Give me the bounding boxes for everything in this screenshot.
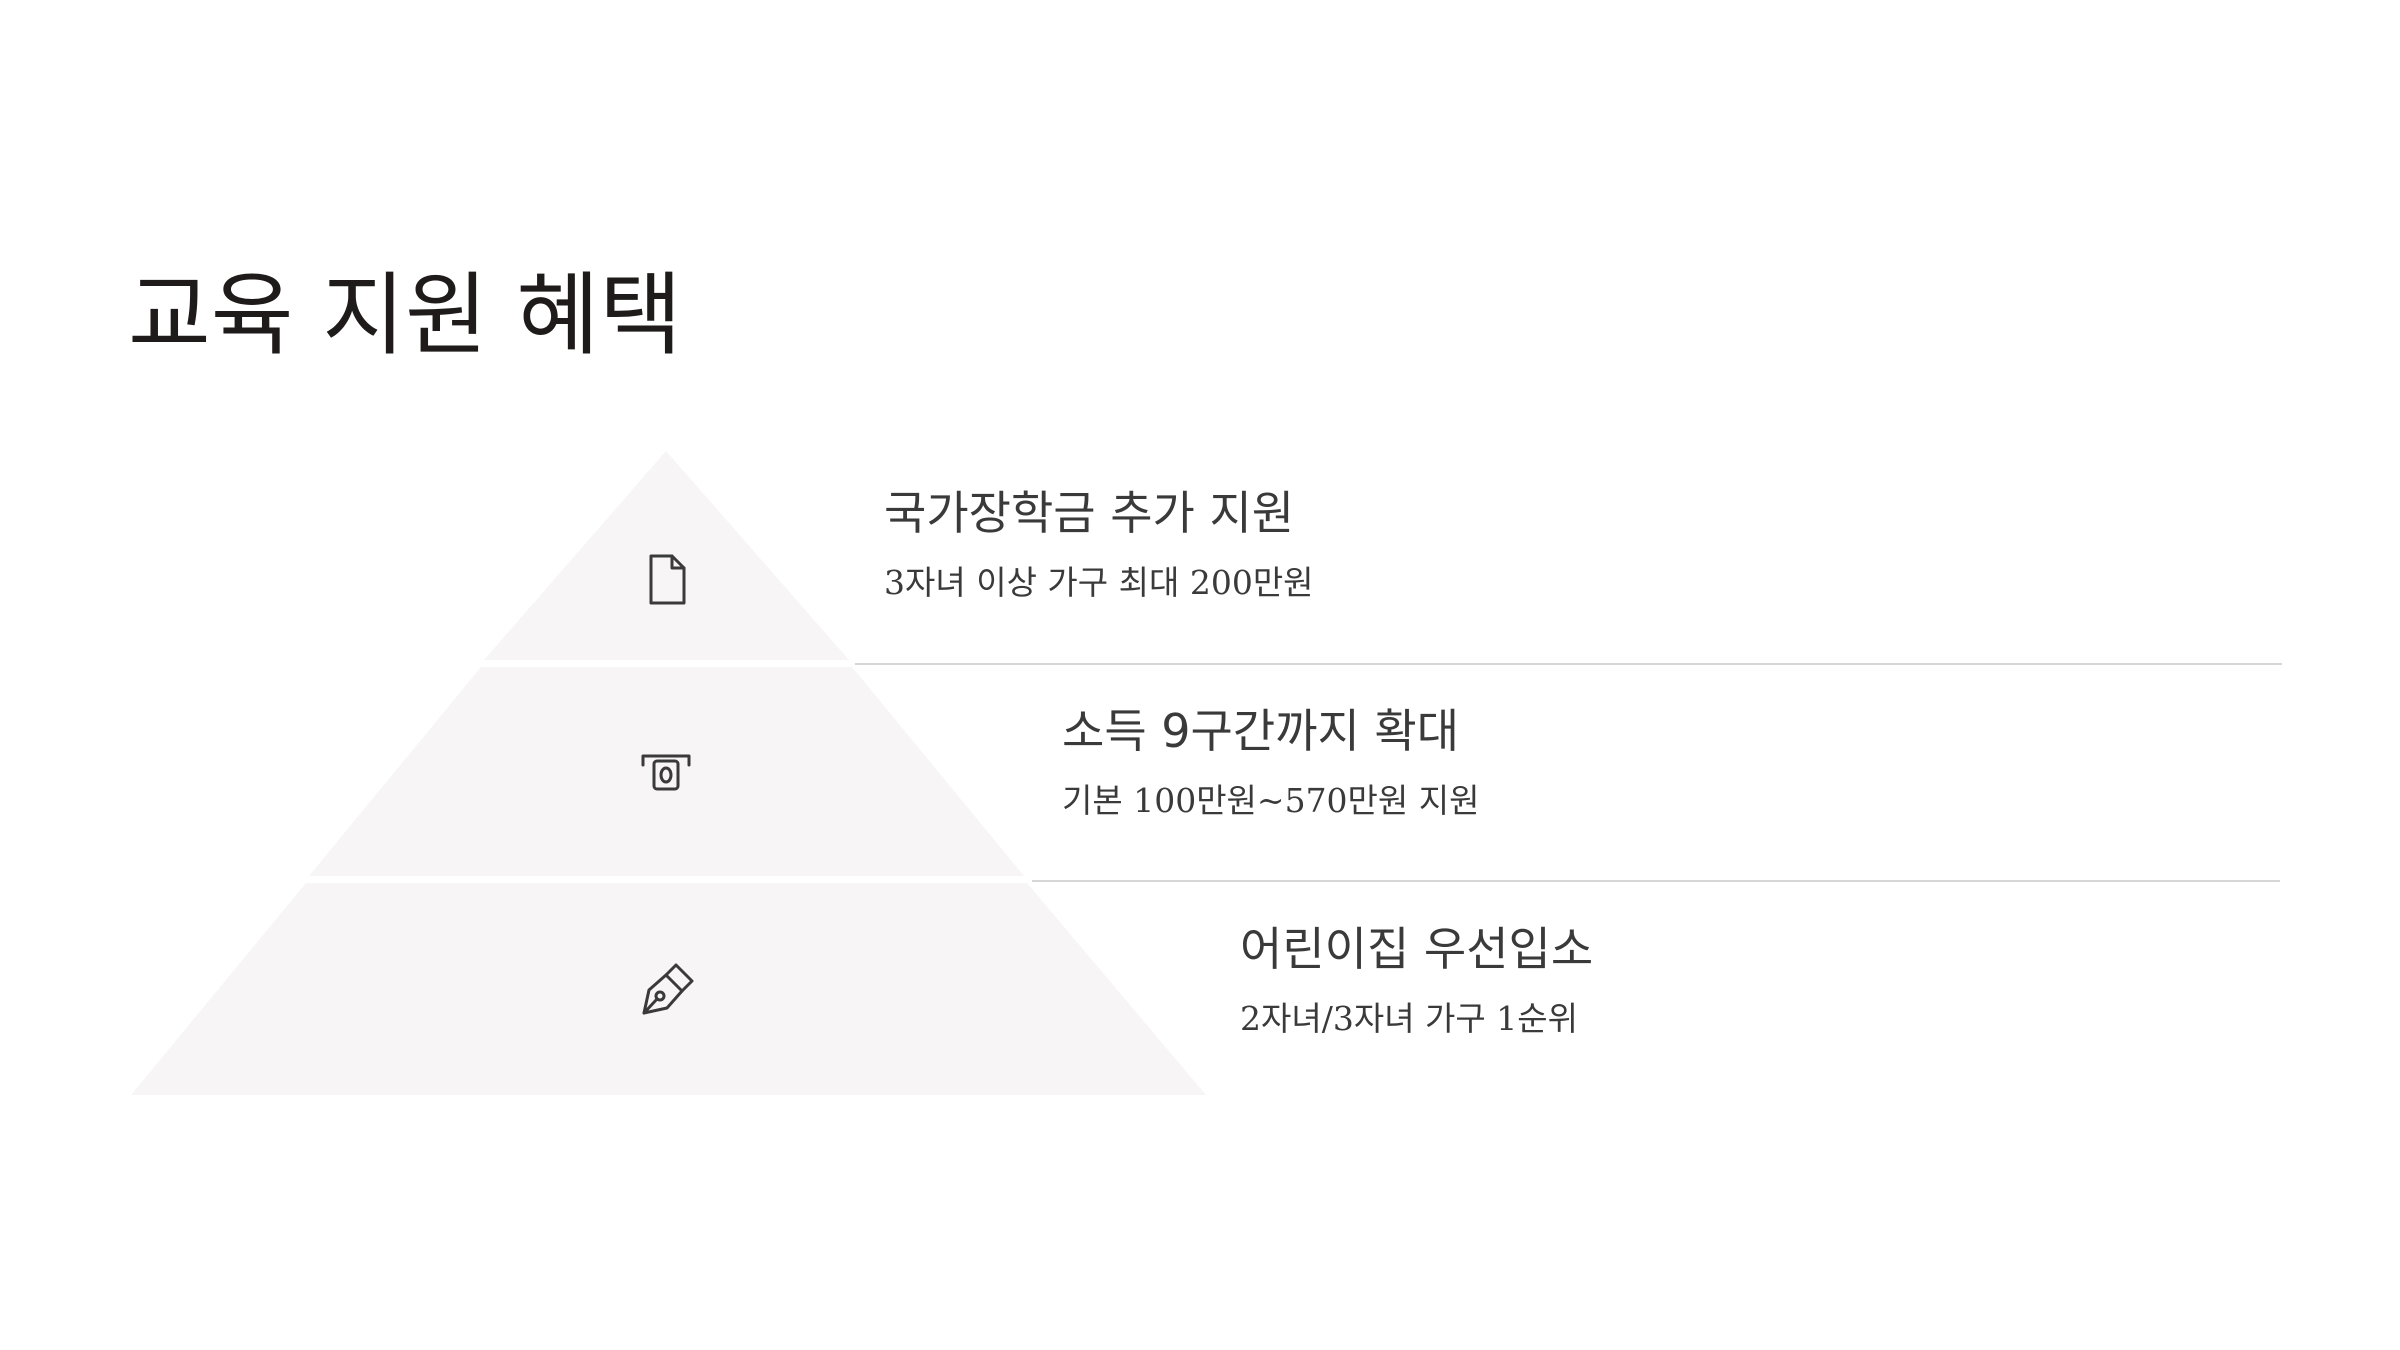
pyramid-tier-bottom: [131, 883, 1206, 1095]
tier-1-text: 국가장학금 추가 지원 3자녀 이상 가구 최대 200만원: [884, 486, 1314, 603]
pyramid-tier-middle: [309, 667, 1024, 876]
tier-2-description: 기본 100만원~570만원 지원: [1062, 781, 1480, 821]
tier-3-description: 2자녀/3자녀 가구 1순위: [1240, 999, 1578, 1039]
tier-3-text: 어린이집 우선입소 2자녀/3자녀 가구 1순위: [1240, 922, 1593, 1039]
tier-2-text: 소득 9구간까지 확대 기본 100만원~570만원 지원: [1062, 704, 1479, 821]
tier-3-heading: 어린이집 우선입소: [1240, 922, 1594, 976]
tier-1-heading: 국가장학금 추가 지원: [884, 486, 1295, 540]
document-icon: [649, 554, 686, 605]
tier-2-heading: 소득 9구간까지 확대: [1062, 704, 1460, 758]
slide-title: 교육 지원 혜택: [128, 263, 683, 368]
money-icon: [641, 754, 691, 791]
tier-1-description: 3자녀 이상 가구 최대 200만원: [884, 563, 1314, 603]
pen-icon: [642, 963, 694, 1015]
